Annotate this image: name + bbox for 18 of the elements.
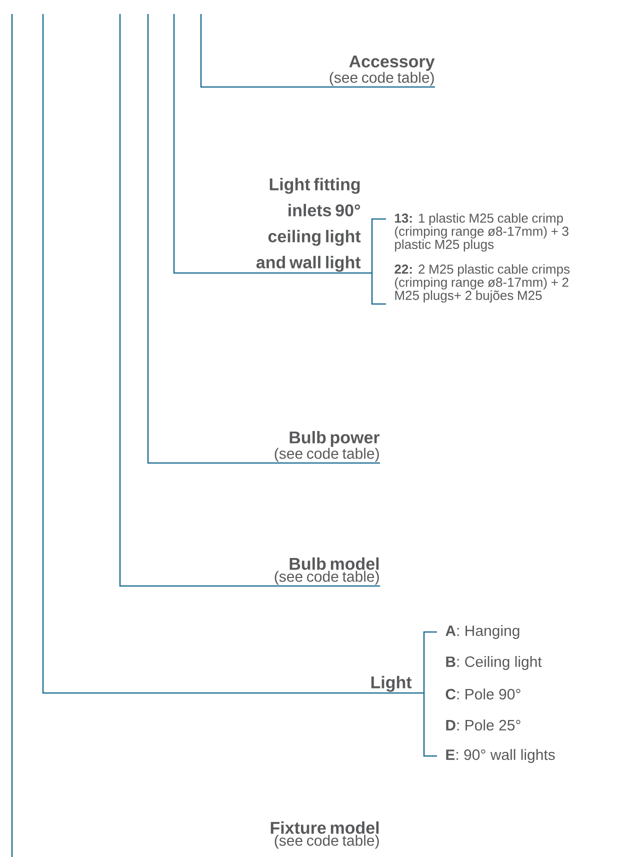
leader-line [119, 14, 380, 587]
option-text: C: Pole 90° [446, 688, 520, 700]
heading-text: Bulb model (see code table) [274, 557, 379, 585]
option-text: 13: 1 plastic M25 cable crimp (crimping range ø8-17mm) + 3 plastic M25 plugs [395, 213, 568, 252]
option-text: B: Ceiling light [446, 656, 542, 670]
heading-text: Accessory (see code table) [330, 56, 435, 86]
option-text: A: Hanging [446, 625, 520, 639]
option-text: E: 90° wall lights [446, 749, 555, 763]
heading-text: Bulb power (see code table) [274, 431, 380, 462]
leader-line [200, 14, 435, 88]
option-text: 22: 2 M25 plastic cable crimps (crimping range ø8-17mm) + 2 M25 plugs+ 2 bujões M25 [394, 264, 570, 303]
heading-text: Light fitting inlets 90° ceiling light and wall light [256, 178, 361, 272]
heading-text: Light [371, 676, 412, 692]
heading-text: Fixture model (see code table) [270, 821, 379, 849]
leader-line [42, 14, 424, 694]
option-text: D: Pole 25° [446, 720, 520, 730]
leader-line [173, 14, 372, 274]
leader-line [147, 14, 380, 464]
